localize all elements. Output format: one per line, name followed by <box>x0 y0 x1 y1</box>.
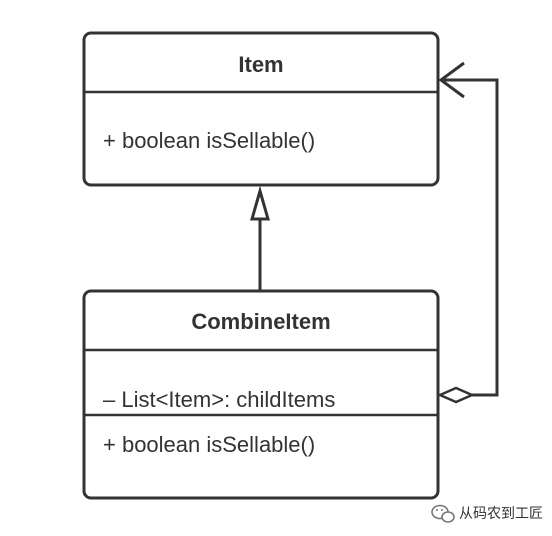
class-item-method: + boolean isSellable() <box>103 128 315 153</box>
class-item-box <box>82 31 440 187</box>
class-item-name: Item <box>238 52 283 77</box>
inheritance-triangle-icon <box>250 185 270 221</box>
class-combineitem: CombineItem – List<Item>: childItems + b… <box>82 289 440 500</box>
watermark: 从码农到工匠 <box>431 504 543 523</box>
watermark-text: 从码农到工匠 <box>459 506 543 522</box>
aggregation-line <box>441 78 499 397</box>
class-item: Item + boolean isSellable() <box>82 31 440 187</box>
aggregation-connector <box>436 61 499 404</box>
aggregation-arrowhead-icon <box>438 61 465 99</box>
class-combineitem-name: CombineItem <box>191 309 330 334</box>
inheritance-arrow <box>250 185 270 291</box>
class-combineitem-method: + boolean isSellable() <box>103 432 315 457</box>
class-combineitem-attribute: – List<Item>: childItems <box>103 387 335 412</box>
wechat-icon <box>431 504 455 523</box>
aggregation-diamond-icon <box>436 386 476 404</box>
